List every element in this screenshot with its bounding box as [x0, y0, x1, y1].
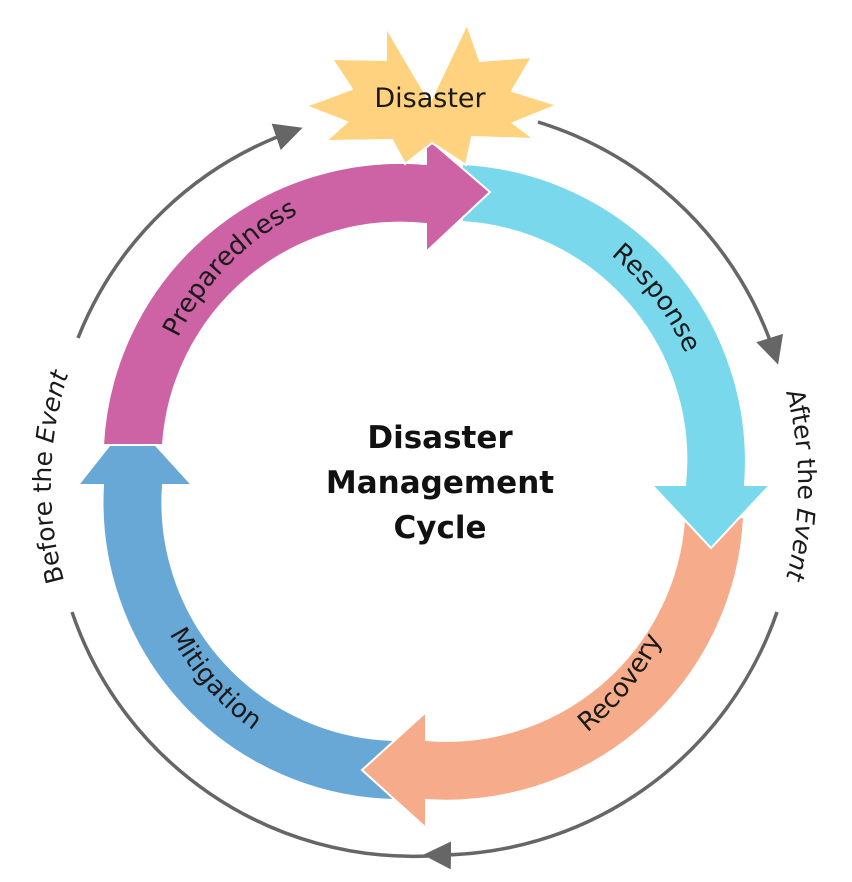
outer-gray-arrows: [70, 120, 784, 870]
before-emph: Event: [30, 366, 74, 445]
after-the-event-label: After the Event: [780, 386, 821, 585]
disaster-star-icon: [303, 21, 560, 167]
center-title: Disaster Management Cycle: [326, 420, 554, 546]
after-event-arrow-bottom: [423, 611, 779, 870]
after-prefix: After the: [780, 386, 821, 509]
before-event-arrow-top: [76, 123, 303, 339]
center-title-line-2: Management: [326, 465, 554, 501]
after-event-arrow-top: [537, 120, 784, 365]
response-arrow: [461, 162, 773, 550]
phase-arrows: [75, 134, 773, 831]
recovery-arrow: [360, 515, 746, 831]
mitigation-arrow: [75, 416, 396, 802]
disaster-star-label: Disaster: [374, 83, 486, 114]
after-emph: Event: [780, 507, 821, 585]
preparedness-arrow: [101, 134, 492, 446]
before-prefix: Before the: [28, 441, 70, 587]
before-event-arrow-bottom: [70, 611, 429, 859]
center-title-line-1: Disaster: [367, 420, 513, 456]
center-title-line-3: Cycle: [394, 510, 487, 546]
before-the-event-label: Before the Event: [28, 366, 75, 587]
